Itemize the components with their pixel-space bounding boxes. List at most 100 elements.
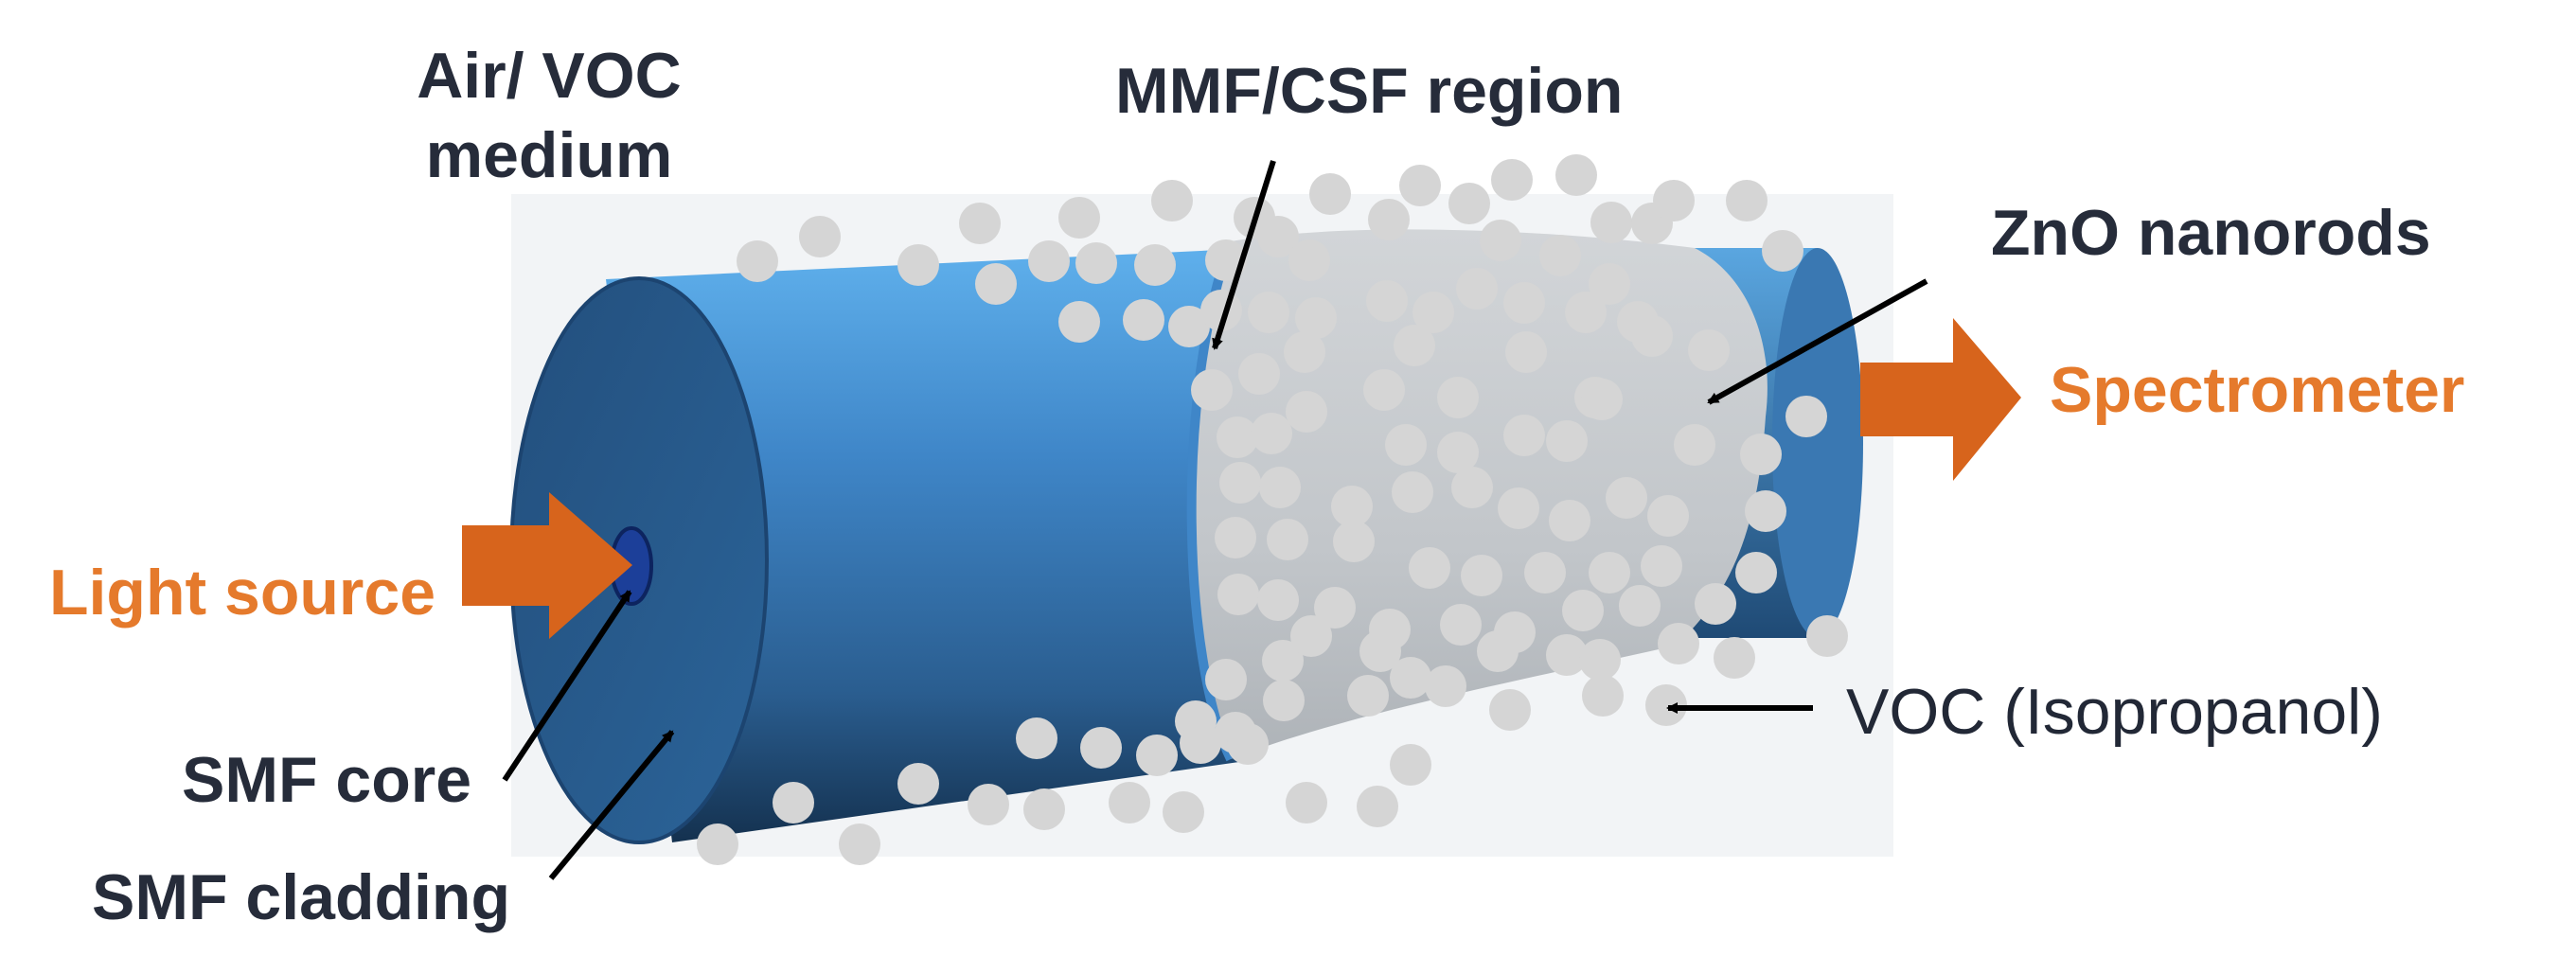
voc-molecule [1309,173,1351,215]
voc-molecule [1440,604,1482,646]
voc-molecule [1806,615,1848,657]
voc-molecule [897,763,939,805]
medium-label: Air/ VOC medium [398,36,701,195]
voc-molecule [1579,639,1621,681]
voc-molecule [1219,462,1261,504]
spectrometer-output-arrow [1860,318,2021,481]
voc-molecule [1658,623,1699,664]
medium-label-line2: medium [425,119,673,191]
voc-molecule [1366,280,1408,322]
voc-molecule [1617,301,1659,343]
voc-molecule [1399,165,1441,206]
voc-molecule [1606,477,1647,519]
voc-molecule [975,263,1017,305]
voc-molecule [1314,587,1356,629]
voc-molecule [1028,240,1070,282]
light-source-label: Light source [49,557,436,629]
voc-molecule [959,203,1001,244]
smf-cladding-label: SMF cladding [92,861,510,933]
voc-molecule [1437,377,1479,418]
voc-molecule [1058,301,1100,343]
voc-molecule [1267,519,1308,560]
mmf-csf-region-label: MMF/CSF region [1115,55,1624,127]
zno-nanorods-label: ZnO nanorods [1991,197,2431,269]
voc-molecule [1080,727,1122,769]
voc-molecule [1456,268,1498,310]
spectrometer-label: Spectrometer [2050,354,2465,426]
voc-molecule [1546,420,1588,462]
voc-molecule [1215,517,1256,558]
voc-molecule [1505,331,1547,373]
voc-molecule [1180,722,1221,764]
voc-molecule [1688,329,1730,371]
voc-molecule [1562,590,1604,631]
voc-molecule [1251,413,1292,454]
voc-molecule [1284,331,1325,373]
voc-molecule [1590,202,1632,243]
voc-molecule [1368,199,1410,240]
smf-core-label: SMF core [182,744,472,816]
voc-molecule [1619,585,1661,627]
voc-molecule [1582,675,1624,717]
pointer-mmf-csf [1212,160,1276,350]
voc-molecule [1555,154,1597,196]
voc-molecule [1714,637,1755,679]
voc-molecule [1357,786,1398,827]
voc-molecule [1437,432,1479,473]
voc-molecule [1191,369,1233,411]
voc-molecule [1524,552,1566,593]
voc-molecule [1589,552,1630,593]
voc-molecule [1461,555,1502,596]
voc-molecule [1227,723,1269,765]
voc-molecule [1489,689,1531,731]
voc-molecule [1498,487,1539,529]
voc-molecule [1491,159,1533,201]
voc-molecule [1589,263,1630,305]
voc-molecule [1331,486,1373,527]
voc-molecule [773,782,814,823]
voc-isopropanol-label: VOC (Isopropanol) [1846,676,2383,748]
voc-molecule [1288,239,1330,281]
voc-molecule [1016,717,1057,759]
voc-molecule [1123,299,1164,341]
voc-molecule [1480,220,1521,261]
voc-molecule [1392,471,1433,513]
voc-molecule [1394,325,1435,366]
voc-molecule [1248,292,1289,333]
voc-molecule [1549,500,1590,541]
voc-molecule [1134,244,1176,286]
voc-molecule [1448,183,1490,224]
voc-molecule [697,823,738,865]
voc-molecule [1109,782,1150,823]
voc-molecule [1385,424,1427,466]
pointer-smf-core [502,590,632,782]
pointer-smf-cladding [548,730,675,880]
voc-molecule [1058,197,1100,239]
voc-molecule [1425,665,1466,707]
voc-molecule [1217,574,1259,615]
voc-molecule [1539,235,1581,276]
voc-molecule [1477,630,1519,672]
pointer-zno [1707,278,1928,405]
voc-molecule [1333,521,1375,562]
voc-molecule [1347,675,1389,717]
voc-molecule [1726,180,1768,221]
voc-molecule [1136,735,1178,776]
voc-molecule [1390,744,1431,786]
voc-molecule [1503,415,1545,456]
voc-molecules [697,154,1848,865]
voc-molecule [1075,242,1117,284]
voc-molecule [839,823,880,865]
voc-molecule [1503,282,1545,324]
voc-molecule [1290,615,1332,657]
voc-molecule [1695,583,1736,625]
voc-molecule [1263,680,1305,721]
voc-molecule [1286,391,1327,433]
voc-molecule [1363,369,1405,411]
voc-molecule [1151,180,1193,221]
voc-molecule [1735,552,1777,593]
voc-molecule [1295,297,1337,339]
voc-molecule [1238,353,1280,395]
voc-molecule [1409,547,1450,589]
voc-molecule [1163,791,1204,833]
